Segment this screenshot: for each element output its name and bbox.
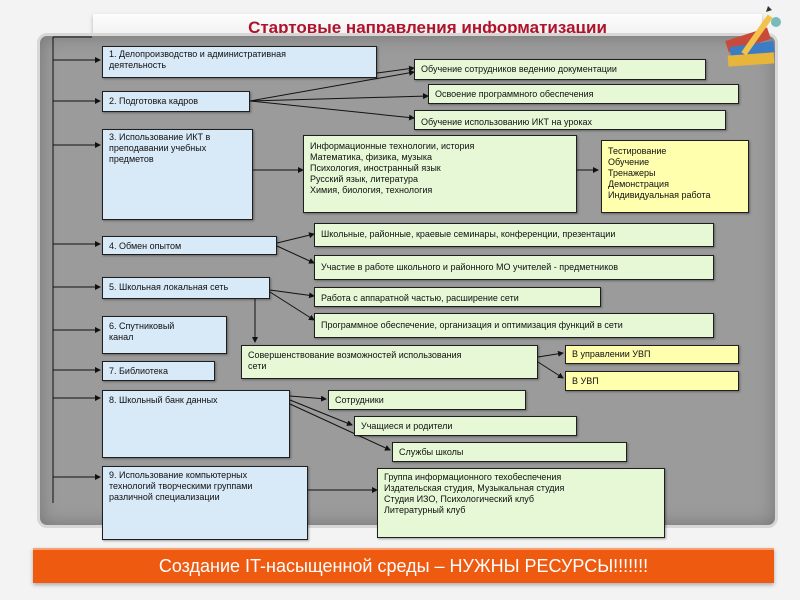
direction-5-box: 5. Школьная локальная сеть (102, 277, 270, 299)
direction-label: 2. Подготовка кадров (109, 96, 199, 106)
software-org-box: Программное обеспечение, организация и о… (314, 313, 714, 338)
detail-label: Участие в работе школьного и районного М… (321, 262, 619, 272)
direction-label: 8. Школьный банк данных (109, 395, 218, 405)
direction-label: 9. Использование компьютерных (109, 470, 248, 480)
direction-label: различной специализации (109, 492, 220, 502)
direction-label: технологий творческими группами (109, 481, 253, 491)
detail-label: Программное обеспечение, организация и о… (321, 320, 623, 330)
network-improve-box: Совершенствование возможностей использов… (241, 345, 538, 379)
detail-label: В управлении УВП (572, 349, 651, 359)
use-item: Индивидуальная работа (608, 190, 711, 200)
use-item: Тренажеры (608, 168, 656, 178)
detail-label: Совершенствование возможностей использов… (248, 350, 462, 360)
detail-label: Сотрудники (335, 395, 384, 405)
detail-label: Учащиеся и родители (361, 421, 453, 431)
groups-box: Группа информационного техобеспечения Из… (377, 468, 665, 538)
subject-item: Математика, физика, музыка (310, 152, 432, 162)
direction-label: 5. Школьная локальная сеть (109, 282, 229, 292)
use-item: Обучение (608, 157, 650, 167)
docs-training-box: Обучение сотрудников ведению документаци… (414, 59, 706, 80)
direction-7-box: 7. Библиотека (102, 361, 215, 381)
subject-item: Психология, иностранный язык (310, 163, 441, 173)
detail-label: Службы школы (399, 447, 464, 457)
ict-lessons-box: Обучение использованию ИКТ на уроках (414, 110, 726, 130)
direction-label: деятельность (109, 60, 167, 70)
footer-text: Создание IT-насыщенной среды – НУЖНЫ РЕС… (158, 556, 649, 576)
uvp-box: В УВП (565, 371, 739, 391)
school-services-box: Службы школы (392, 442, 627, 462)
direction-label: канал (109, 332, 134, 342)
hardware-box: Работа с аппаратной частью, расширение с… (314, 287, 601, 307)
uses-box: Тестирование Обучение Тренажеры Демонстр… (601, 140, 749, 213)
staff-box: Сотрудники (328, 390, 526, 410)
detail-label: Школьные, районные, краевые семинары, ко… (321, 229, 616, 239)
uvp-management-box: В управлении УВП (565, 345, 739, 364)
seminars-box: Школьные, районные, краевые семинары, ко… (314, 223, 714, 247)
students-parents-box: Учащиеся и родители (354, 416, 577, 436)
mo-work-box: Участие в работе школьного и районного М… (314, 255, 714, 280)
page-title: Стартовые направления информатизации (248, 18, 607, 37)
detail-label: В УВП (572, 376, 599, 386)
direction-label: 1. Делопроизводство и административная (109, 49, 286, 59)
use-item: Демонстрация (608, 179, 669, 189)
direction-8-box: 8. Школьный банк данных (102, 390, 290, 458)
software-mastery-box: Освоение программного обеспечения (428, 84, 739, 104)
use-item: Тестирование (608, 146, 667, 156)
direction-label: 3. Использование ИКТ в (109, 132, 211, 142)
direction-9-box: 9. Использование компьютерных технологий… (102, 466, 308, 540)
direction-label: 6. Спутниковый (109, 321, 175, 331)
subject-item: Русский язык, литература (310, 174, 419, 184)
group-item: Студия ИЗО, Психологический клуб (384, 494, 534, 504)
direction-label: преподавании учебных (109, 143, 207, 153)
direction-label: предметов (109, 154, 154, 164)
direction-4-box: 4. Обмен опытом (102, 236, 277, 255)
detail-label: Освоение программного обеспечения (435, 89, 594, 99)
subject-item: Информационные технологии, история (310, 141, 475, 151)
footer-banner: Создание IT-насыщенной среды – НУЖНЫ РЕС… (33, 548, 774, 583)
detail-label: Работа с аппаратной частью, расширение с… (321, 293, 519, 303)
group-item: Издательская студия, Музыкальная студия (384, 483, 565, 493)
group-item: Литературный клуб (384, 505, 466, 515)
direction-label: 4. Обмен опытом (109, 241, 182, 251)
books-and-pencil-icon (725, 6, 781, 67)
group-item: Группа информационного техобеспечения (384, 472, 562, 482)
subject-item: Химия, биология, технология (310, 185, 433, 195)
detail-label: Обучение сотрудников ведению документаци… (421, 64, 617, 74)
subjects-box: Информационные технологии, история Матем… (303, 135, 577, 213)
detail-label: Обучение использованию ИКТ на уроках (421, 117, 593, 127)
direction-label: 7. Библиотека (109, 366, 168, 376)
detail-label: сети (248, 361, 267, 371)
direction-2-box: 2. Подготовка кадров (102, 91, 250, 112)
direction-3-box: 3. Использование ИКТ в преподавании учеб… (102, 129, 253, 220)
direction-6-box: 6. Спутниковый канал (102, 316, 227, 354)
direction-1-box: 1. Делопроизводство и административная д… (102, 46, 377, 78)
